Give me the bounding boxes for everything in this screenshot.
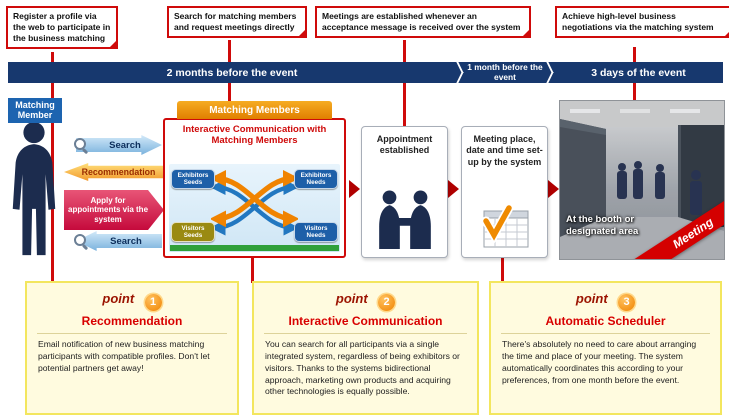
search-arrow-bottom: Search: [73, 231, 162, 251]
point-heading: point 2: [254, 290, 477, 311]
point-number-badge: 3: [618, 294, 636, 311]
point-panel-interactive-communication: point 2 Interactive Communication You ca…: [252, 281, 479, 415]
divider: [264, 333, 467, 334]
point-number-badge: 1: [144, 294, 162, 311]
meeting-place-box: Meeting place, date and time set-up by t…: [461, 126, 548, 258]
arrow-shape: [64, 163, 165, 181]
search-icon: [73, 233, 89, 249]
timeline-label: 1 month before the event: [467, 61, 543, 82]
badge-visitors-needs: Visitors Needs: [294, 221, 338, 242]
badge-visitors-seeds: Visitors Seeds: [171, 221, 215, 242]
arrow-shape: [76, 135, 162, 155]
connector-line: [501, 253, 504, 283]
apply-appointments-arrow: Apply for appointments via the system: [64, 190, 164, 230]
callout-meetings-established: Meetings are established whenever an acc…: [315, 6, 531, 38]
search-arrow-label: Search: [109, 139, 141, 151]
crossing-arrows-icon: [211, 169, 298, 236]
timeline-label: 3 days of the event: [591, 66, 686, 79]
appointment-established-text: Appointment established: [376, 134, 433, 156]
venue-caption: At the booth or designated area: [566, 214, 639, 237]
timeline-divider-icon: [456, 62, 464, 83]
timeline-segment-1-month: 1 month before the event: [464, 62, 546, 83]
arrow-shape: [76, 231, 162, 251]
timeline-segment-3-days: 3 days of the event: [554, 62, 723, 83]
badge-exhibitors-seeds: Exhibitors Seeds: [171, 169, 215, 190]
recommendation-arrow-label: Recommendation: [81, 167, 156, 177]
timeline-segment-2-months: 2 months before the event: [8, 62, 456, 83]
diagram-green-bar: [170, 245, 339, 251]
flow-arrow-icon: [548, 180, 559, 198]
timeline-label: 2 months before the event: [166, 66, 298, 79]
connector-line: [403, 40, 406, 128]
flow-arrow-icon: [349, 180, 360, 198]
point-title: Interactive Communication: [288, 314, 443, 328]
point-body: You can search for all participants via …: [265, 339, 460, 397]
appointment-established-box: Appointment established: [361, 126, 448, 258]
point-heading: point 1: [27, 290, 237, 311]
divider: [501, 333, 710, 334]
matching-member-label: Matching Member: [8, 98, 62, 123]
point-heading: point 3: [491, 290, 720, 311]
search-arrow-label: Search: [110, 235, 142, 247]
point-body: There's absolutely no need to care about…: [502, 339, 697, 385]
apply-appointments-label: Apply for appointments via the system: [68, 195, 149, 224]
callout-search: Search for matching members and request …: [167, 6, 307, 38]
arrow-shape: [64, 190, 164, 230]
handshake-silhouette-icon: [378, 190, 431, 249]
divider: [37, 333, 227, 334]
point-title: Automatic Scheduler: [545, 314, 666, 328]
point-word: point: [335, 291, 368, 306]
point-panel-recommendation: point 1 Recommendation Email notificatio…: [25, 281, 239, 415]
matching-members-header: Matching Members: [177, 101, 332, 119]
timeline-divider-icon: [546, 62, 554, 83]
point-word: point: [575, 291, 608, 306]
point-panel-automatic-scheduler: point 3 Automatic Scheduler There's abso…: [489, 281, 722, 415]
point-number-badge: 2: [378, 294, 396, 311]
calendar-check-icon: [481, 205, 528, 248]
event-timeline: 2 months before the event 1 month before…: [8, 62, 723, 83]
recommendation-arrow: Recommendation: [64, 163, 165, 181]
businessperson-silhouette-icon: [12, 121, 56, 256]
seeds-needs-diagram: Exhibitors Seeds Exhibitors Needs Visito…: [169, 164, 340, 252]
badge-exhibitors-needs: Exhibitors Needs: [294, 169, 338, 190]
meeting-place-text: Meeting place, date and time set-up by t…: [466, 134, 543, 167]
callout-register: Register a profile via the web to partic…: [6, 6, 118, 49]
interactive-communication-title: Interactive Communication with Matching …: [182, 124, 327, 147]
matching-members-panel: Matching Members Interactive Communicati…: [163, 101, 346, 258]
search-icon: [73, 137, 89, 153]
flow-arrow-icon: [448, 180, 459, 198]
point-title: Recommendation: [81, 314, 183, 328]
point-body: Email notification of new business match…: [38, 339, 210, 373]
callout-negotiations: Achieve high-level business negotiations…: [555, 6, 729, 38]
connector-line: [251, 255, 254, 283]
point-word: point: [102, 291, 135, 306]
venue-photo: At the booth or designated area Meeting: [559, 100, 725, 260]
interactive-communication-box: Interactive Communication with Matching …: [163, 118, 346, 258]
search-arrow-top: Search: [73, 135, 162, 155]
